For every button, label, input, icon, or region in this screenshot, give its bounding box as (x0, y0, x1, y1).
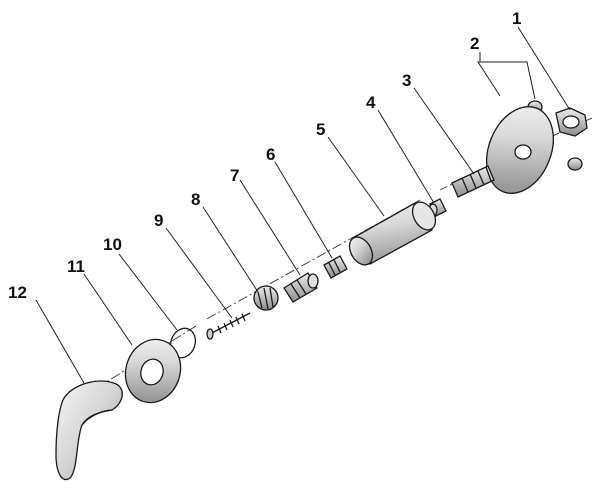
part-12-lever-handle (55, 380, 123, 481)
part-9-screw (206, 312, 251, 340)
callout-2: 2 (470, 34, 479, 53)
callout-6: 6 (266, 145, 275, 164)
callout-1: 1 (512, 9, 521, 28)
callout-10: 10 (103, 235, 122, 254)
part-5-body-cylinder (348, 201, 437, 266)
callout-7: 7 (230, 166, 239, 185)
leader-lines (35, 26, 571, 384)
callout-8: 8 (191, 190, 200, 209)
callout-5: 5 (316, 120, 325, 139)
callout-11: 11 (67, 257, 85, 276)
part-7-cartridge (283, 272, 319, 303)
part-8-adapter (253, 285, 279, 311)
callout-12: 12 (8, 283, 27, 302)
callout-4: 4 (366, 93, 376, 112)
part-3-spindle (451, 165, 495, 198)
part-6-stem (323, 255, 348, 279)
callout-numbers: 1 2 3 4 5 6 7 8 9 10 11 12 (8, 9, 521, 302)
part-11-escutcheon (124, 338, 182, 404)
part-2-back-plate (486, 106, 554, 194)
callout-9: 9 (154, 211, 163, 230)
part-1-hex-nut (555, 107, 588, 137)
callout-3: 3 (402, 71, 411, 90)
